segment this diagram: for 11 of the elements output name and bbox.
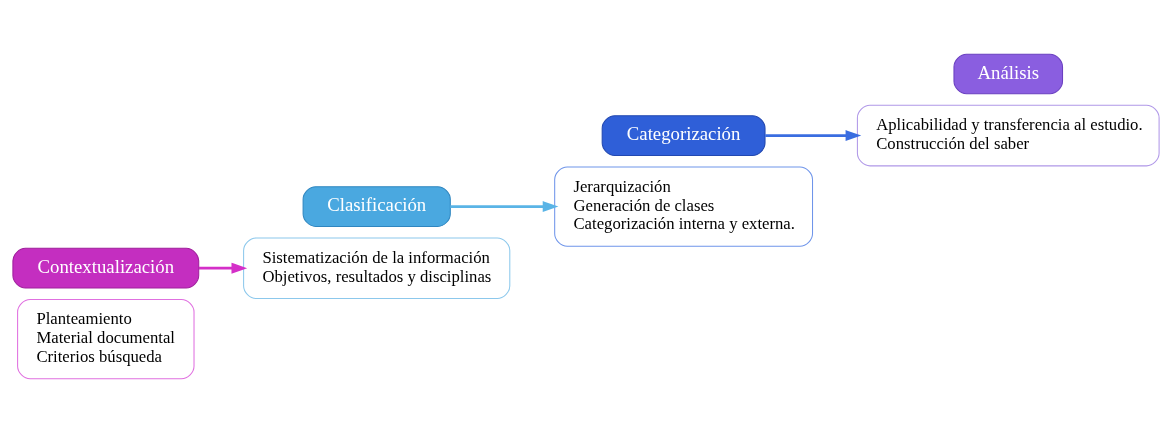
node-box: Jerarquización Generación de clases Categorización interna y externa. <box>554 165 814 247</box>
node-box: Clasificación <box>302 185 451 227</box>
arrow <box>450 200 559 212</box>
node-box: Aplicabilidad y transferencia al estudio. Construcción del saber <box>856 104 1160 166</box>
arrow <box>199 262 248 274</box>
arrow <box>765 129 862 141</box>
node-box: Sistematización de la información Objetivos, resultados y disciplinas <box>243 236 511 299</box>
node-box: Planteamiento Material documental Criterios búsqueda <box>17 298 195 379</box>
node-box: Análisis <box>953 53 1064 94</box>
node-box: Contextualización <box>12 247 200 289</box>
node-box: Categorización <box>601 114 766 156</box>
